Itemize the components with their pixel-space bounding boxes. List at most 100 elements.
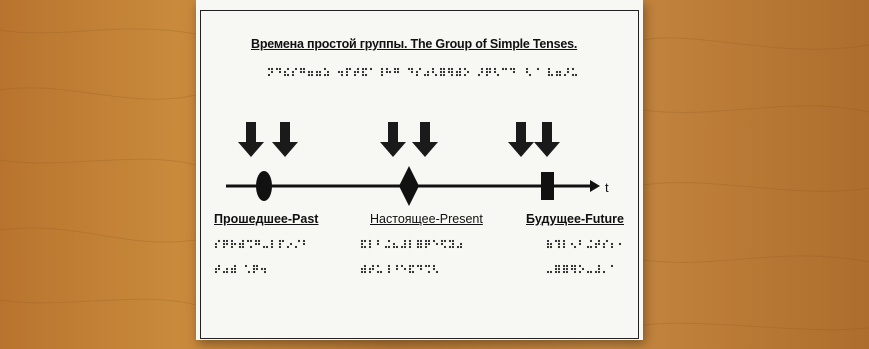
braille-dot [263, 267, 267, 271]
braille-dot [267, 67, 271, 71]
braille-dot [307, 70, 311, 74]
future-marker-rectangle [541, 172, 554, 200]
braille-dot [407, 67, 411, 71]
braille-dot [488, 67, 492, 71]
braille-dot [238, 242, 242, 246]
tense-label-present: Настоящее-Present [370, 212, 483, 226]
braille-dot [549, 242, 553, 246]
braille-dot [427, 239, 431, 243]
braille-dot [278, 242, 282, 246]
braille-dot [589, 270, 593, 274]
braille-dot [345, 73, 349, 77]
braille-dot [410, 70, 414, 74]
braille-dot [380, 73, 384, 77]
braille-dot [230, 270, 234, 274]
braille-dot [371, 264, 375, 268]
braille-dot [393, 70, 397, 74]
braille-dot [416, 242, 420, 246]
braille-dot [448, 239, 452, 243]
braille-dot [361, 67, 365, 71]
braille-dot [233, 242, 237, 246]
braille-dot [369, 67, 373, 71]
braille-dot [570, 267, 574, 271]
braille-dot [602, 242, 606, 246]
braille-dot [554, 270, 558, 274]
braille-dot [385, 67, 389, 71]
braille-dot [456, 245, 460, 249]
braille-dot [525, 67, 529, 71]
braille-dot [565, 270, 569, 274]
braille-past [214, 239, 306, 274]
braille-dot [447, 67, 451, 71]
braille-dot [360, 245, 364, 249]
braille-dot [550, 73, 554, 77]
braille-dot [363, 245, 367, 249]
braille-dot [594, 242, 598, 246]
braille-dot [368, 270, 372, 274]
braille-dot [423, 73, 427, 77]
braille-dot [233, 264, 237, 268]
braille-dot [326, 70, 330, 74]
braille-dot [459, 242, 463, 246]
braille-dot [230, 267, 234, 271]
braille-dot [403, 239, 407, 243]
braille-dot [302, 67, 306, 71]
braille-dot [408, 239, 412, 243]
braille-dot [573, 267, 577, 271]
braille-dot [597, 242, 601, 246]
braille-dot [348, 67, 352, 71]
braille-dot [254, 242, 258, 246]
braille-dot [578, 242, 582, 246]
braille-dot [594, 245, 598, 249]
braille-dot [380, 67, 384, 71]
braille-dot [387, 239, 391, 243]
braille-dot [345, 70, 349, 74]
braille-dot [222, 270, 226, 274]
braille-dot [403, 242, 407, 246]
axis-label: t [605, 180, 609, 195]
braille-dot [387, 245, 391, 249]
braille-dot [573, 270, 577, 274]
braille-dot [439, 73, 443, 77]
braille-dot [427, 242, 431, 246]
braille-dot [249, 245, 253, 249]
braille-dot [549, 270, 553, 274]
braille-dot [265, 245, 269, 249]
braille-dot [214, 245, 218, 249]
braille-dot [554, 267, 558, 271]
braille-dot [225, 267, 229, 271]
braille-dot [214, 270, 218, 274]
braille-dot [291, 73, 295, 77]
braille-dot [546, 270, 550, 274]
braille-dot [563, 73, 567, 77]
braille-dot [581, 267, 585, 271]
braille-dot [570, 264, 574, 268]
braille-dot [307, 73, 311, 77]
braille-dot [408, 245, 412, 249]
braille-dot [557, 270, 561, 274]
braille-dot [573, 245, 577, 249]
braille-dot [230, 239, 234, 243]
braille-dot [283, 73, 287, 77]
braille-dot [299, 70, 303, 74]
braille-dot [562, 242, 566, 246]
braille-dot [283, 70, 287, 74]
braille-dot [326, 73, 330, 77]
braille-dot [463, 73, 467, 77]
arrow-pair-present [380, 122, 438, 157]
braille-dot [403, 245, 407, 249]
braille-dot [547, 67, 551, 71]
braille-dot [618, 242, 622, 246]
braille-dot [594, 270, 598, 274]
braille-dot [376, 239, 380, 243]
braille-dot [488, 70, 492, 74]
braille-dot [291, 70, 295, 74]
braille-dot [380, 70, 384, 74]
braille-dot [388, 70, 392, 74]
braille-dot [395, 264, 399, 268]
braille-dot [222, 242, 226, 246]
present-marker-diamond [399, 166, 419, 206]
braille-dot [528, 73, 532, 77]
braille-dot [416, 264, 420, 268]
braille-dot [458, 73, 462, 77]
